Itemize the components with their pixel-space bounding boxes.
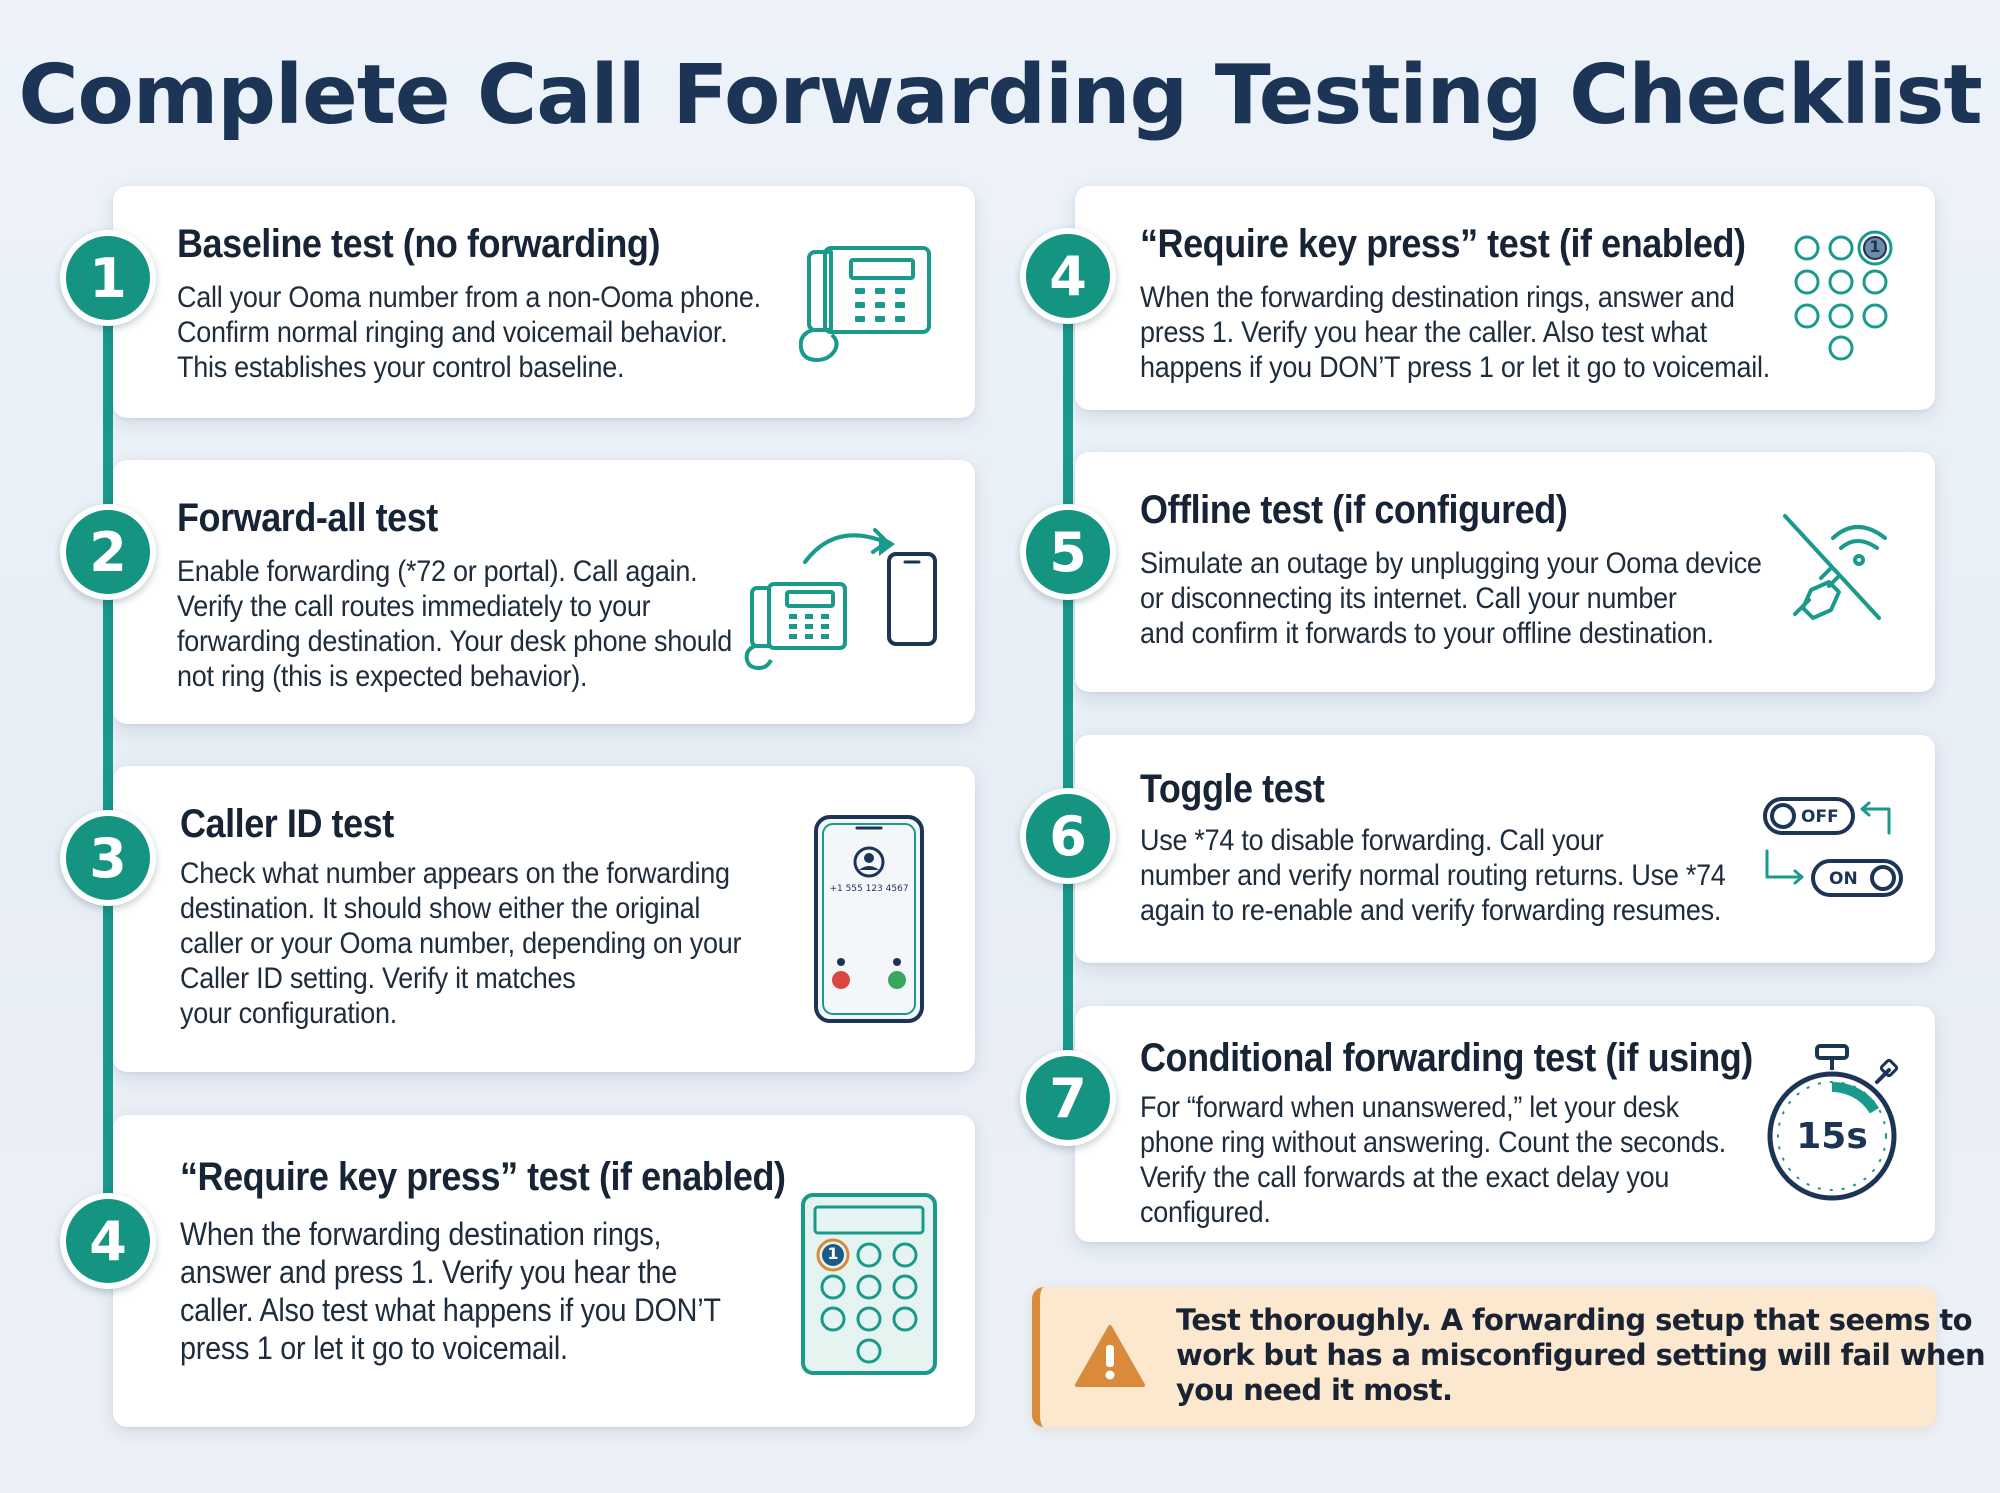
step-title: Baseline test (no forwarding): [177, 222, 661, 266]
step-title: Caller ID test: [180, 802, 394, 846]
step-card-caller-id-test: Caller ID test Check what number appears…: [113, 766, 975, 1072]
step-title: Toggle test: [1140, 767, 1325, 811]
step-number-badge: 7: [1020, 1050, 1116, 1146]
keypad-phone-icon: 1: [801, 1193, 937, 1375]
step-title: Offline test (if configured): [1140, 488, 1568, 532]
step-number-badge: 5: [1020, 504, 1116, 600]
step-card-baseline-test: Baseline test (no forwarding) Call your …: [113, 186, 975, 418]
step-card-require-key-press-test: “Require key press” test (if enabled) Wh…: [1075, 186, 1935, 410]
mobile-caller-id-icon: +1 555 123 4567: [813, 814, 925, 1024]
step-description: Enable forwarding (*72 or portal). Call …: [177, 555, 732, 693]
stopwatch-icon: 15s: [1765, 1044, 1905, 1204]
desk-phone-icon: [799, 246, 931, 362]
step-title: Forward-all test: [177, 496, 438, 540]
step-number-badge: 4: [60, 1193, 156, 1289]
step-card-toggle-test: Toggle test Use *74 to disable forwardin…: [1075, 735, 1935, 963]
step-title: “Require key press” test (if enabled): [180, 1155, 786, 1199]
step-card-require-key-press-test: “Require key press” test (if enabled) Wh…: [113, 1115, 975, 1427]
step-number-badge: 2: [60, 504, 156, 600]
warning-text: Test thoroughly. A forwarding setup that…: [1176, 1303, 1986, 1407]
phone-forward-to-mobile-icon: [744, 528, 937, 670]
step-number-badge: 6: [1020, 788, 1116, 884]
keypad-icon: 1: [1791, 226, 1901, 362]
step-description: When the forwarding destination rings, a…: [1140, 281, 1770, 384]
warning-triangle-icon: [1075, 1325, 1145, 1387]
key-label: 1: [1869, 237, 1881, 256]
step-description: For “forward when unanswered,” let your …: [1140, 1091, 1726, 1229]
unplugged-wifi-off-icon: [1783, 514, 1887, 620]
toggle-on-label: ON: [1829, 869, 1858, 889]
step-card-offline-test: Offline test (if configured) Simulate an…: [1075, 452, 1935, 692]
warning-callout: Test thoroughly. A forwarding setup that…: [1032, 1287, 1986, 1427]
step-description: Call your Ooma number from a non-Ooma ph…: [177, 281, 761, 384]
step-title: “Require key press” test (if enabled): [1140, 222, 1746, 266]
step-number-badge: 3: [60, 810, 156, 906]
timer-label: 15s: [1796, 1116, 1868, 1157]
toggle-switch-icon: OFF ON: [1763, 795, 1907, 903]
toggle-off-label: OFF: [1801, 807, 1839, 827]
caller-phone-number: +1 555 123 4567: [829, 884, 909, 894]
step-card-forward-all-test: Forward-all test Enable forwarding (*72 …: [113, 460, 975, 724]
step-title: Conditional forwarding test (if using): [1140, 1036, 1753, 1080]
left-timeline-line: [103, 280, 113, 1240]
right-timeline-line: [1063, 280, 1073, 1100]
step-description: Simulate an outage by unplugging your Oo…: [1140, 547, 1762, 650]
page-title: Complete Call Forwarding Testing Checkli…: [18, 48, 1982, 143]
step-description: When the forwarding destination rings, a…: [180, 1216, 721, 1366]
step-description: Check what number appears on the forward…: [180, 857, 742, 1030]
step-card-conditional-forwarding-test: Conditional forwarding test (if using) F…: [1075, 1006, 1935, 1242]
step-number-badge: 4: [1020, 228, 1116, 324]
key-label: 1: [827, 1244, 839, 1263]
step-number-badge: 1: [60, 230, 156, 326]
step-description: Use *74 to disable forwarding. Call your…: [1140, 824, 1726, 927]
